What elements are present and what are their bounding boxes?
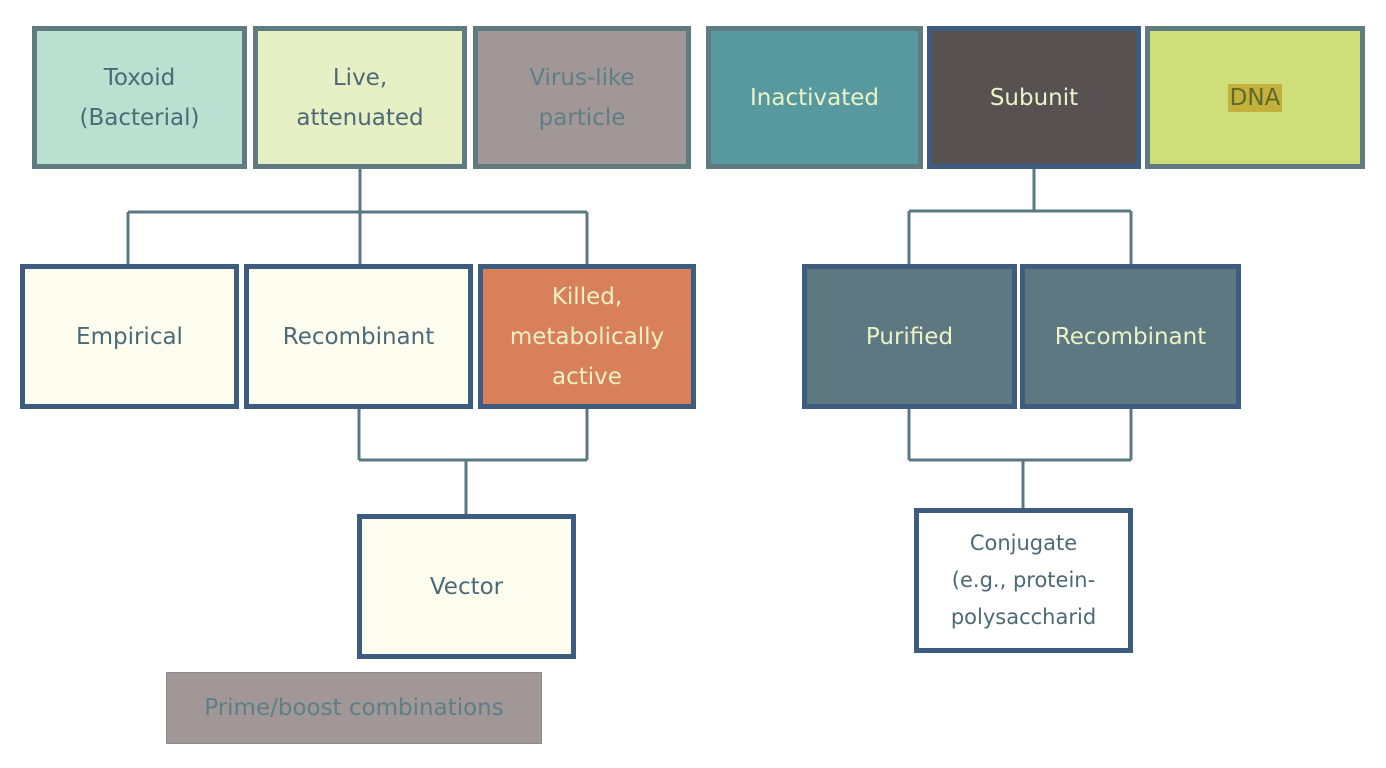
recombinant-subunit-box: Recombinant: [1020, 264, 1241, 409]
purified-box: Purified: [802, 264, 1017, 409]
recombinant-live-box: Recombinant: [244, 264, 473, 409]
conjugate-label: Conjugate (e.g., protein- polysaccharid: [950, 531, 1097, 629]
dna-label: DNA: [1227, 83, 1283, 112]
live-attenuated-box: Live, attenuated: [253, 26, 467, 169]
empirical-box: Empirical: [20, 264, 239, 409]
prime-boost-box: Prime/boost combinations: [166, 672, 542, 744]
vector-label: Vector: [429, 573, 504, 600]
prime-boost-label: Prime/boost combinations: [204, 695, 504, 721]
inactivated-box: Inactivated: [706, 26, 923, 169]
killed-metabolically-active-box: Killed, metabolically active: [478, 264, 696, 409]
subunit-label: Subunit: [989, 84, 1079, 111]
toxoid-box: Toxoid (Bacterial): [32, 26, 247, 169]
virus-like-particle-box: Virus-like particle: [473, 26, 691, 169]
empirical-label: Empirical: [76, 323, 183, 350]
recombinant-subunit-label: Recombinant: [1054, 323, 1207, 350]
virus-like-particle-label: Virus-like particle: [529, 64, 635, 131]
subunit-box: Subunit: [927, 26, 1141, 169]
conjugate-box: Conjugate (e.g., protein- polysaccharid: [914, 508, 1133, 653]
recombinant-live-label: Recombinant: [282, 323, 435, 350]
dna-box: DNA: [1145, 26, 1365, 169]
inactivated-label: Inactivated: [750, 84, 879, 111]
vector-box: Vector: [357, 514, 576, 659]
killed-metabolically-active-label: Killed, metabolically active: [509, 283, 665, 390]
purified-label: Purified: [865, 323, 954, 350]
live-attenuated-label: Live, attenuated: [296, 64, 424, 131]
toxoid-label: Toxoid (Bacterial): [79, 64, 200, 131]
